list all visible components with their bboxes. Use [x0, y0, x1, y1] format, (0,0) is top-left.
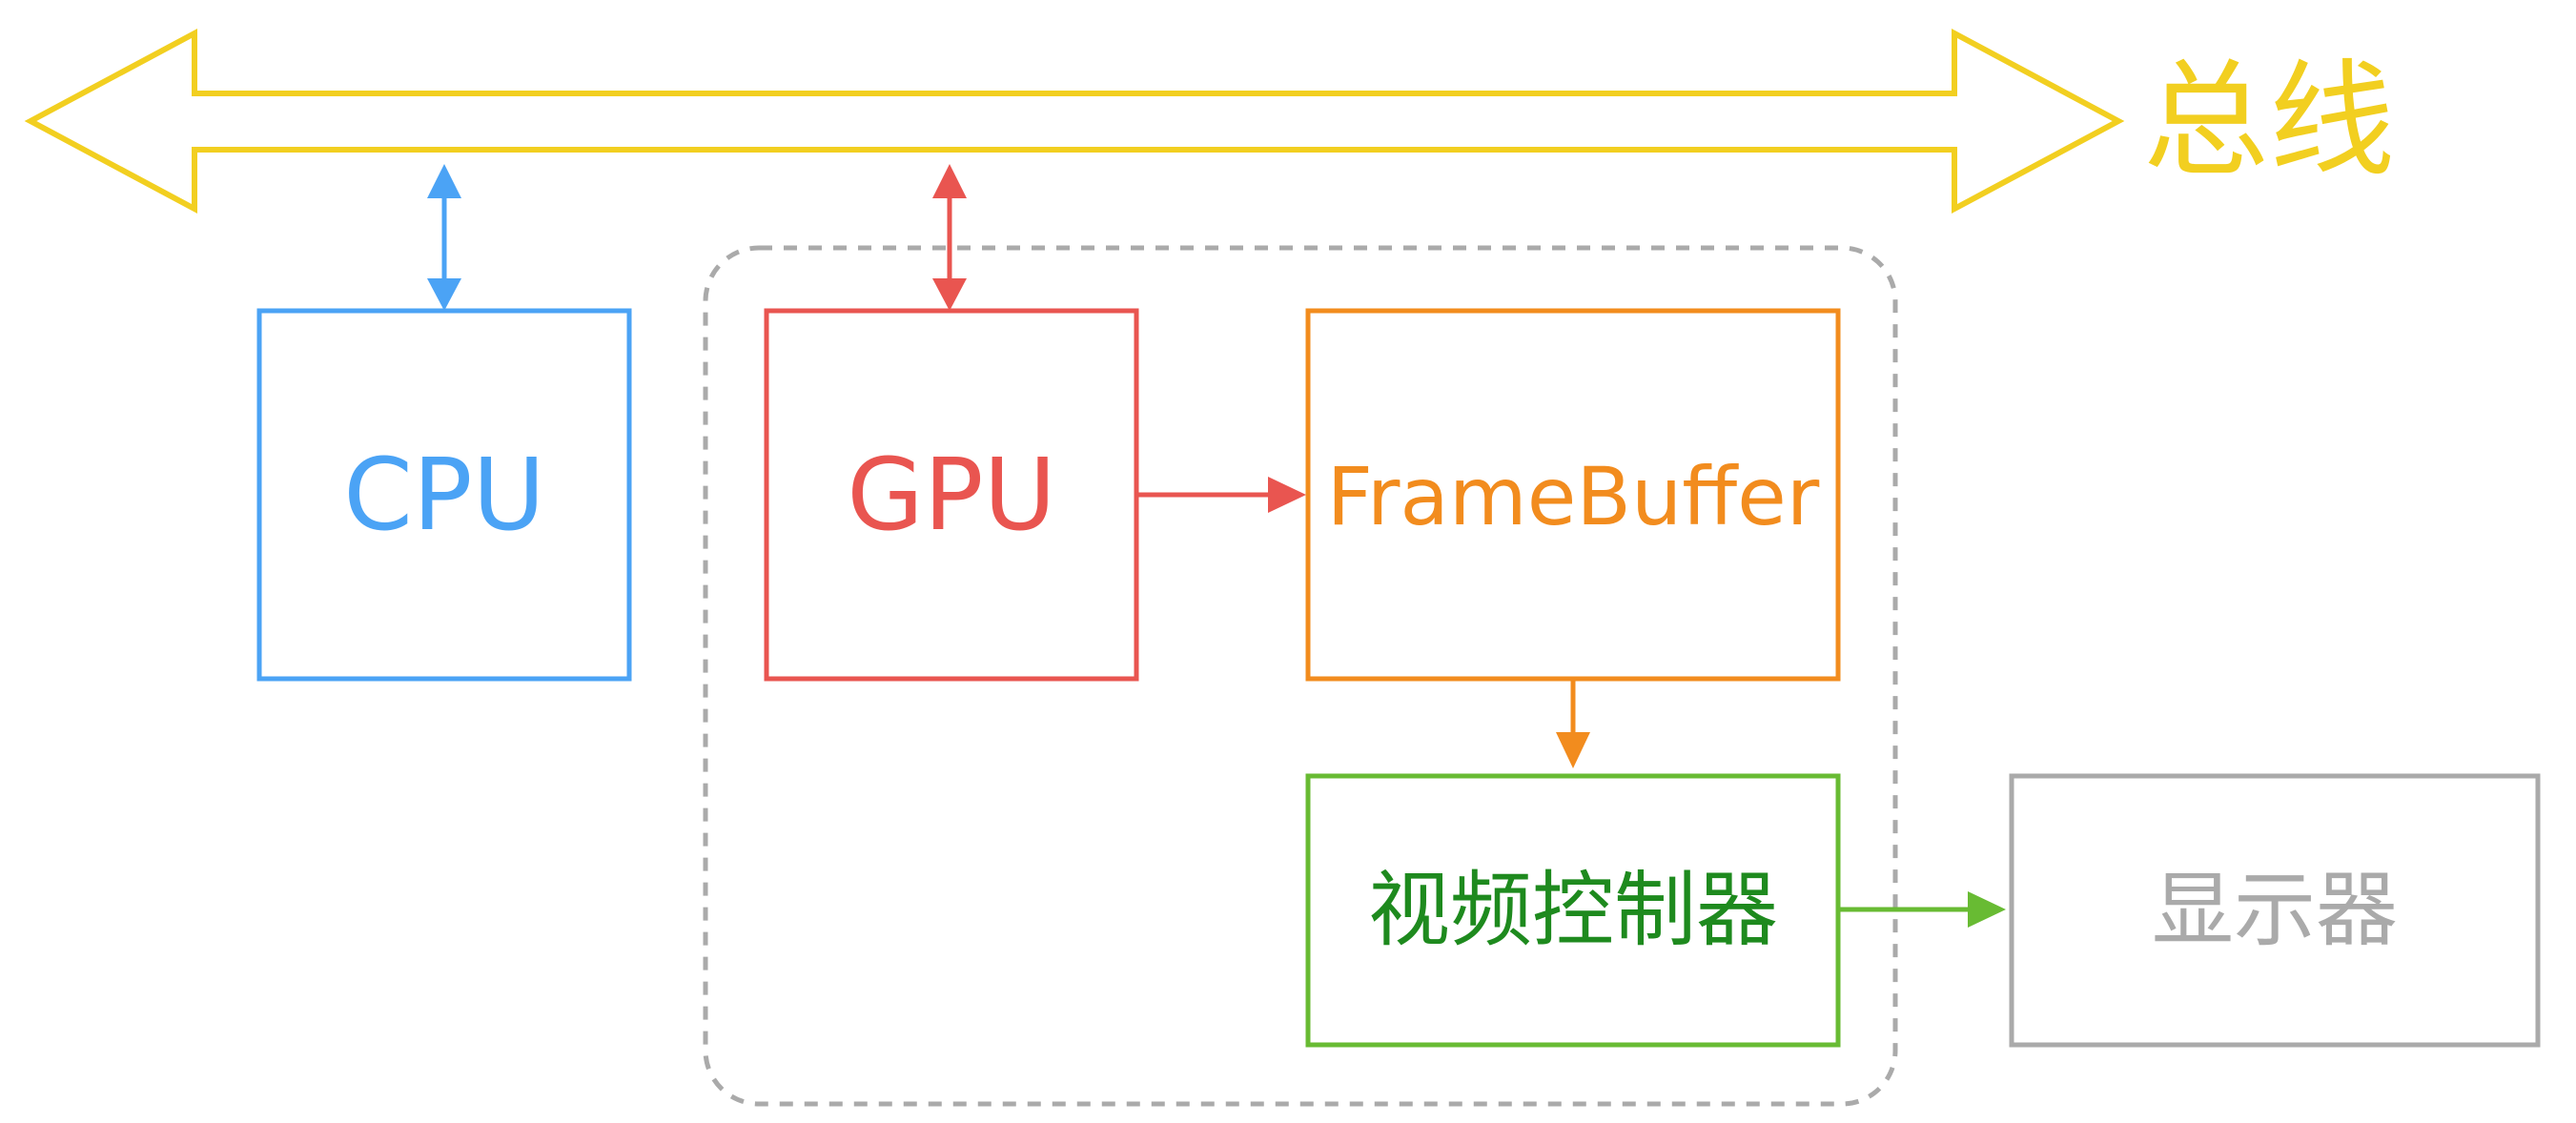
gpu-bus-connector: [932, 164, 967, 311]
display-label: 显示器: [2152, 863, 2398, 958]
cpu-label: CPU: [343, 437, 544, 553]
bus-label: 总线: [2143, 48, 2395, 194]
gpu-group-container: [703, 245, 1898, 1107]
framebuffer-to-video-controller-arrow: [1556, 679, 1590, 768]
gpu-label: GPU: [847, 437, 1055, 553]
video-controller-label: 视频控制器: [1368, 863, 1778, 958]
display-node: 显示器: [2009, 773, 2541, 1048]
bus-arrow: [24, 28, 2125, 214]
framebuffer-node: FrameBuffer: [1305, 308, 1841, 682]
gpu-node: GPU: [764, 308, 1139, 682]
cpu-node: CPU: [256, 308, 632, 682]
gpu-to-framebuffer-arrow: [1136, 477, 1306, 513]
video-controller-to-display-arrow: [1838, 891, 2006, 928]
cpu-bus-connector: [427, 164, 461, 311]
framebuffer-label: FrameBuffer: [1327, 450, 1820, 543]
video-controller-node: 视频控制器: [1305, 773, 1841, 1048]
